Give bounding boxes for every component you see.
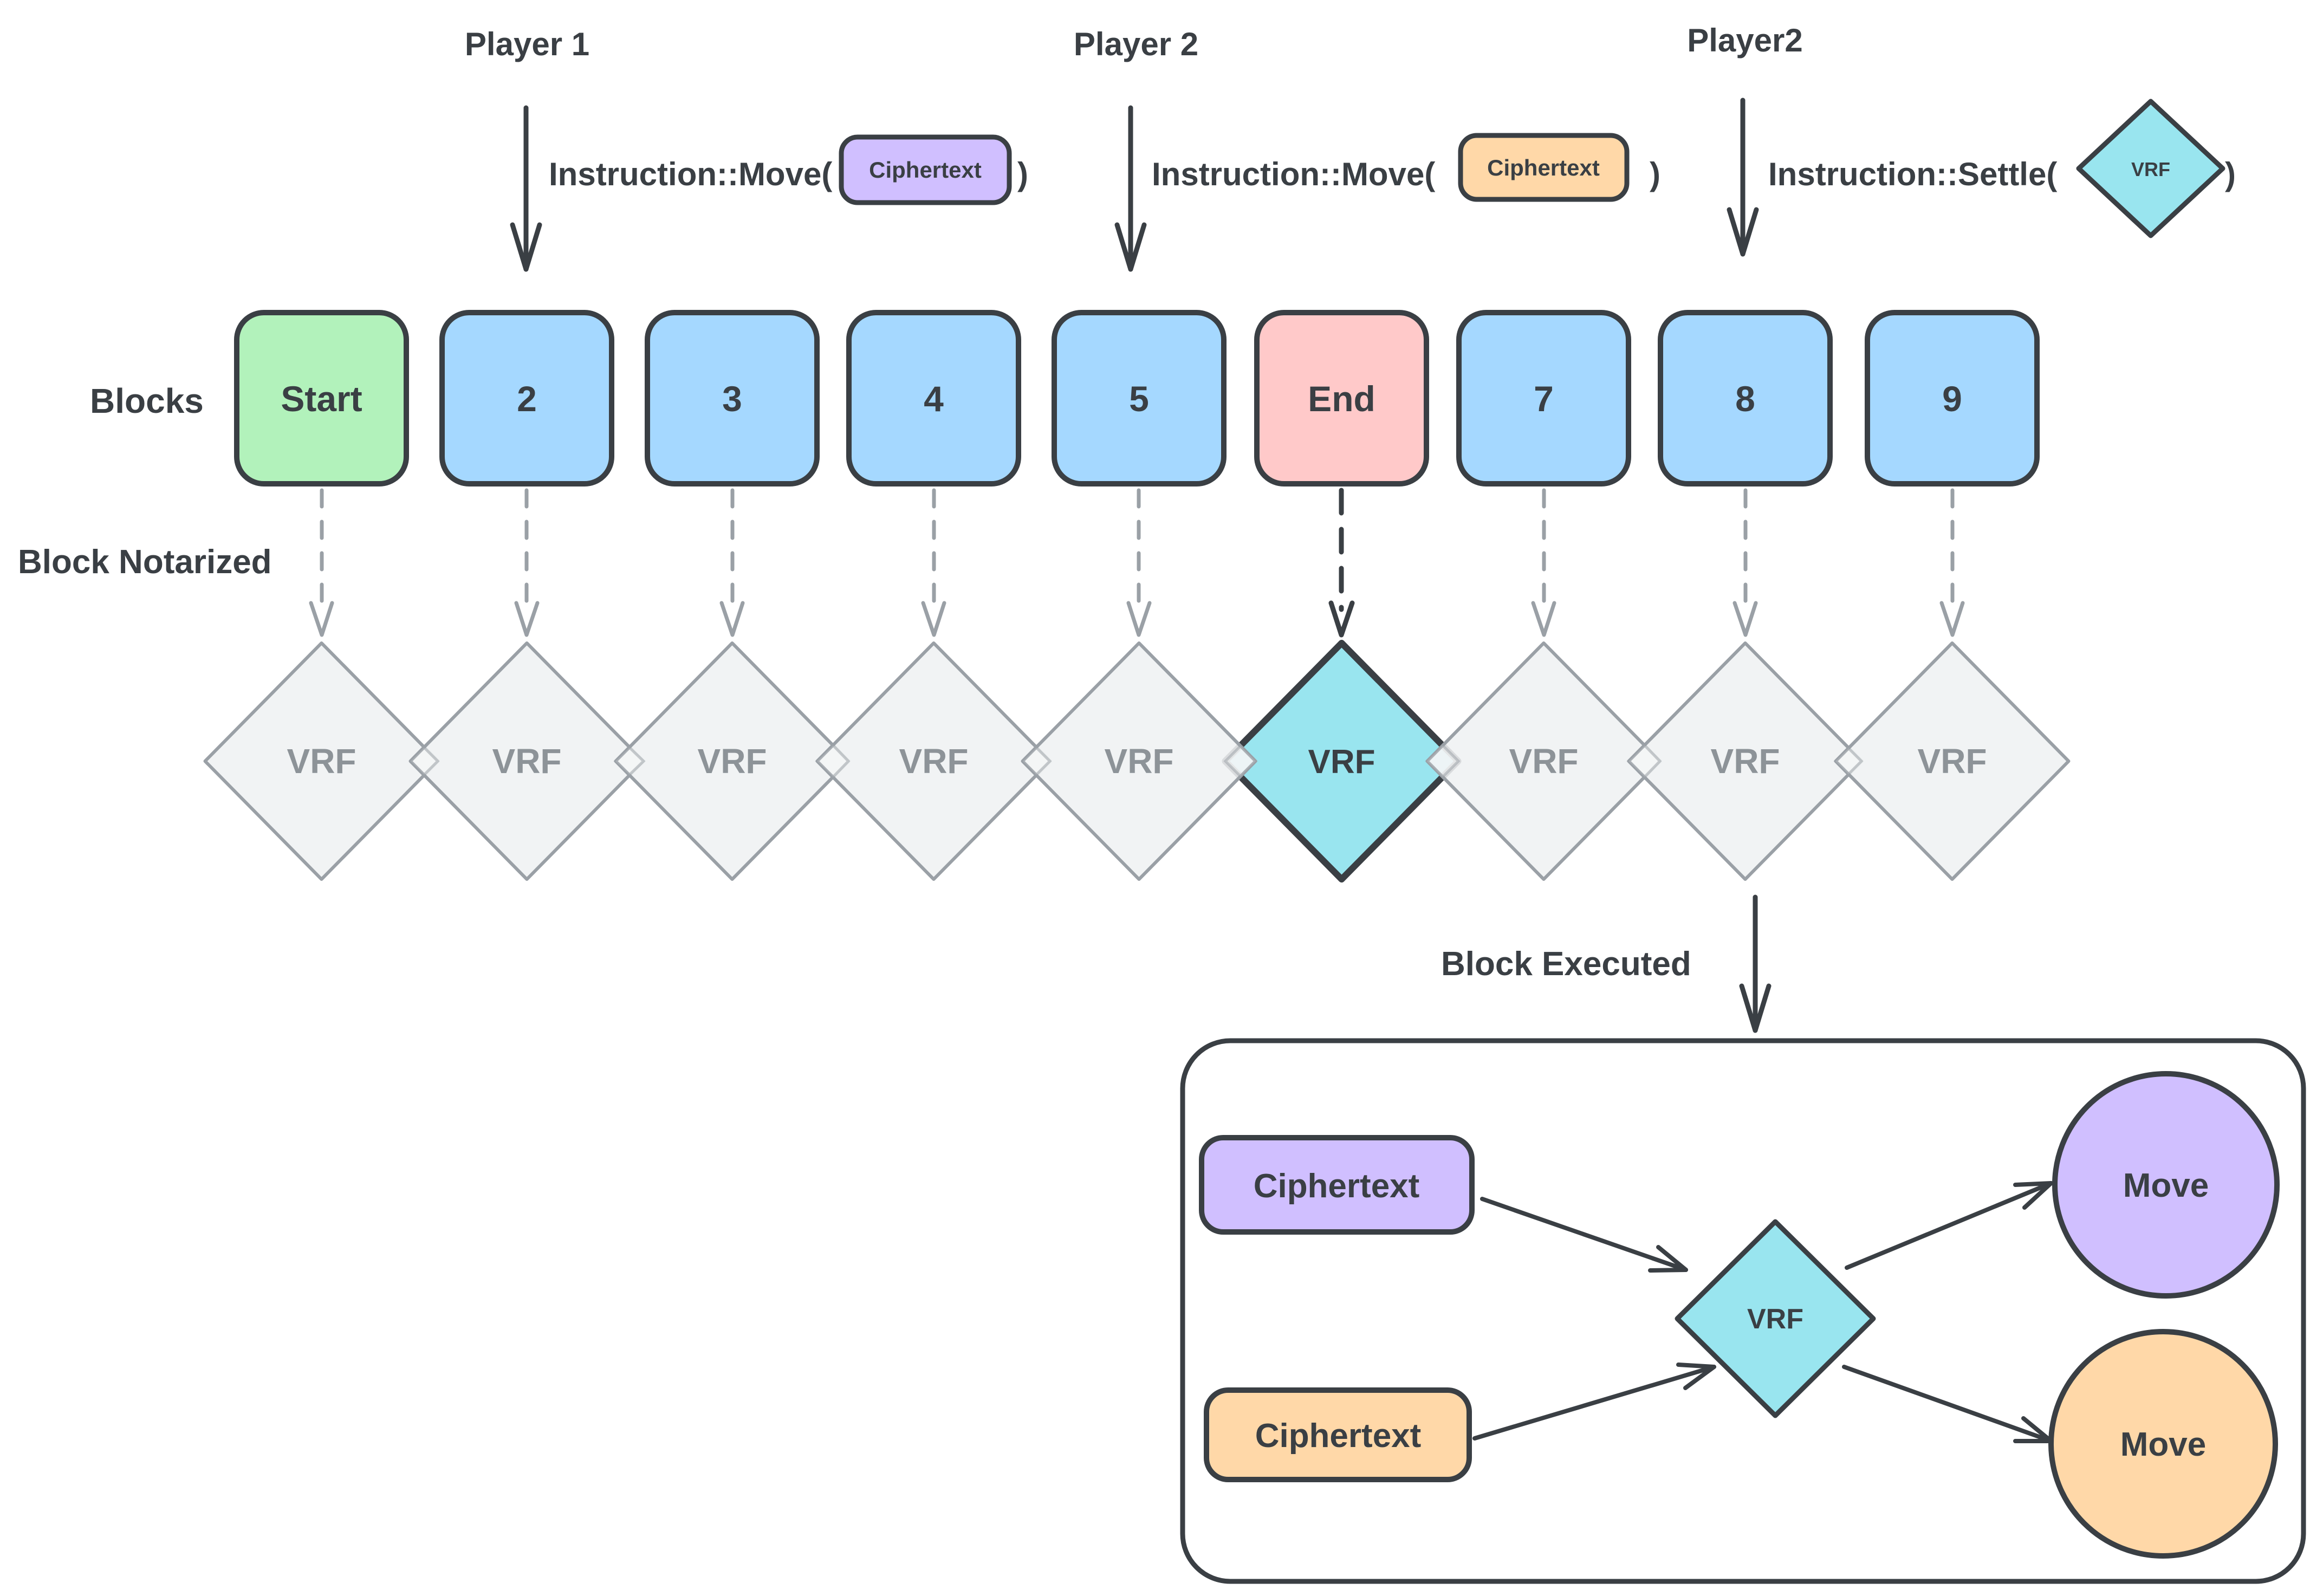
- svg-text:VRF: VRF: [1105, 742, 1174, 781]
- svg-text:): ): [1017, 156, 1028, 192]
- svg-text:Ciphertext: Ciphertext: [1255, 1417, 1422, 1455]
- svg-text:VRF: VRF: [2131, 158, 2170, 180]
- svg-text:Ciphertext: Ciphertext: [869, 157, 982, 183]
- svg-text:VRF: VRF: [1918, 742, 1987, 781]
- svg-text:4: 4: [924, 379, 944, 419]
- svg-text:7: 7: [1534, 379, 1554, 419]
- svg-text:VRF: VRF: [899, 742, 969, 781]
- svg-text:3: 3: [722, 379, 742, 419]
- svg-text:Move: Move: [2120, 1426, 2206, 1463]
- svg-text:Blocks: Blocks: [90, 381, 204, 420]
- svg-text:Ciphertext: Ciphertext: [1254, 1167, 1420, 1205]
- svg-text:VRF: VRF: [1747, 1303, 1803, 1335]
- svg-text:Instruction::Move(: Instruction::Move(: [549, 156, 832, 192]
- svg-text:Start: Start: [281, 379, 362, 419]
- svg-text:End: End: [1308, 379, 1375, 419]
- svg-text:8: 8: [1735, 379, 1755, 419]
- svg-text:VRF: VRF: [492, 742, 562, 781]
- svg-text:Move: Move: [2123, 1167, 2209, 1204]
- svg-text:Block Notarized: Block Notarized: [18, 543, 272, 581]
- svg-text:Ciphertext: Ciphertext: [1487, 155, 1600, 180]
- svg-text:Player 1: Player 1: [465, 26, 589, 62]
- svg-text:9: 9: [1942, 379, 1962, 419]
- svg-text:Player2: Player2: [1687, 22, 1803, 59]
- svg-text:VRF: VRF: [698, 742, 767, 781]
- svg-text:VRF: VRF: [1509, 742, 1579, 781]
- svg-text:VRF: VRF: [1308, 743, 1375, 781]
- svg-text:Instruction::Settle(: Instruction::Settle(: [1768, 156, 2057, 192]
- svg-text:Block Executed: Block Executed: [1441, 945, 1691, 983]
- svg-text:): ): [1650, 156, 1660, 192]
- svg-text:VRF: VRF: [1711, 742, 1780, 781]
- svg-text:Player 2: Player 2: [1074, 26, 1198, 62]
- svg-text:5: 5: [1129, 379, 1149, 419]
- svg-text:): ): [2225, 156, 2236, 192]
- svg-text:2: 2: [517, 379, 537, 419]
- svg-text:VRF: VRF: [287, 742, 356, 781]
- svg-text:Instruction::Move(: Instruction::Move(: [1152, 156, 1435, 192]
